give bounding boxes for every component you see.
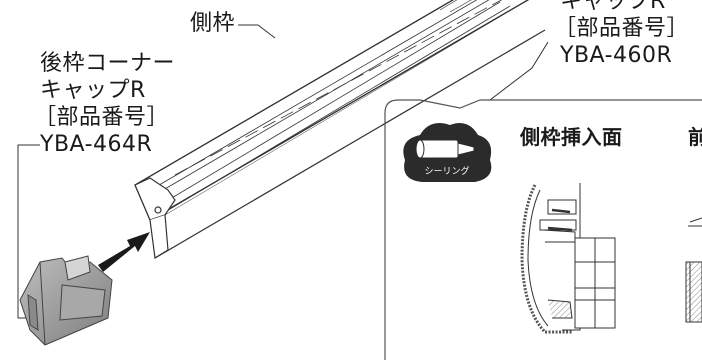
- front-cross-section-partial: [685, 217, 702, 323]
- top-cap-part-number: YBA-460R: [560, 43, 673, 68]
- rear-corner-cap: [19, 255, 113, 346]
- sealing-icon: シーリング: [403, 122, 492, 182]
- side-insert-face-heading: 側枠挿入面: [520, 125, 623, 149]
- rear-cap-part-number: YBA-464R: [40, 132, 153, 157]
- side-frame: [134, 0, 546, 259]
- top-cap-leader: [489, 41, 549, 101]
- insert-arrow: [98, 232, 150, 272]
- top-cap-label-line2: ［部品番号］: [554, 16, 690, 41]
- sealing-icon-label: シーリング: [424, 165, 469, 177]
- top-cap-label-line1: キャップR: [560, 0, 666, 14]
- rear-cap-label-line2: キャップR: [40, 78, 146, 103]
- rear-cap-label-line3: ［部品番号］: [34, 105, 170, 130]
- side-insert-cross-section: [520, 183, 616, 334]
- rear-cap-leader: [17, 144, 40, 319]
- side-frame-label: 側枠: [190, 11, 236, 36]
- callout-box: [384, 99, 702, 360]
- side-frame-leader: [238, 24, 276, 39]
- front-face-heading-partial: 前: [688, 125, 702, 149]
- rear-cap-label-line1: 後枠コーナー: [40, 51, 176, 76]
